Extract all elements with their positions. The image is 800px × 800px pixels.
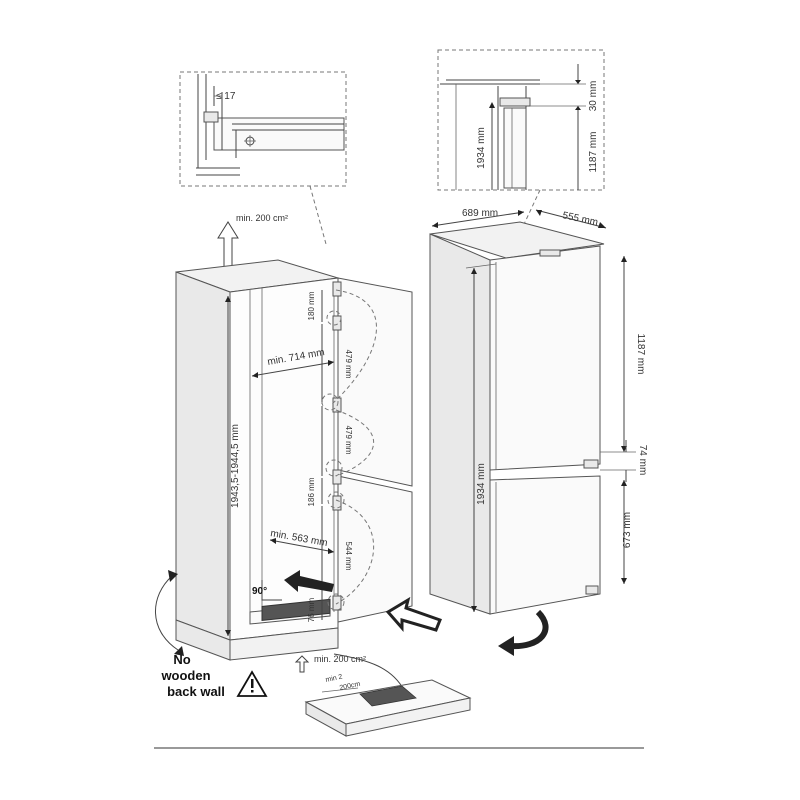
detail-left-dim-label: ≤ 17 — [216, 91, 236, 102]
vent-grille-detail: min 2 200cm — [304, 674, 472, 737]
niche-height-label: 1943,5-1944,5 mm — [230, 424, 241, 508]
warning-line-3: back wall — [167, 684, 225, 699]
insert-arrow-niche — [284, 570, 334, 592]
appliance-depth-label: 555 mm — [561, 210, 599, 228]
hinge-dim-5: 544 mm — [344, 542, 353, 571]
rotate-arrow — [498, 609, 549, 656]
hinge-dim-1: 180 mm — [307, 291, 316, 320]
warning-line-2: wooden — [160, 668, 210, 683]
detail-box-right: 30 mm 1934 mm 1187 mm — [437, 49, 605, 191]
warning-line-1: No — [173, 652, 190, 667]
appliance-lower-label: 673 mm — [622, 512, 633, 548]
warning-icon — [236, 670, 268, 697]
detail-left-leader — [309, 185, 327, 245]
angle-label: 90° — [252, 586, 267, 597]
hinge-dim-3: 479 mm — [344, 426, 353, 455]
appliance-height-label: 1934 mm — [476, 463, 487, 505]
hinge-5 — [332, 495, 342, 511]
appliance-width-dimension: 689 mm — [431, 208, 525, 228]
appliance-depth-dimension: 555 mm — [535, 209, 607, 229]
angle-marker: 90° — [252, 580, 282, 601]
furniture-doors — [337, 277, 413, 623]
kitchen-niche — [175, 259, 339, 661]
top-vent-arrow: min. 200 cm² — [217, 213, 288, 269]
detail-right-dim-upper-label: 1187 mm — [588, 132, 599, 173]
hinge-2 — [332, 315, 342, 331]
appliance-gap-label: 74 mm — [637, 445, 648, 476]
hinge-dim-6: 76 mm — [307, 597, 316, 622]
appliance-width-label: 689 mm — [462, 208, 498, 219]
appliance-height-dimension: 1934 mm — [465, 263, 497, 612]
detail-box-left: ≤ 17 — [179, 71, 347, 187]
appliance — [429, 221, 605, 615]
insert-arrow-appliance — [385, 596, 442, 632]
hinge-4 — [332, 469, 342, 485]
niche-height-dimension: 1943,5-1944,5 mm — [225, 296, 241, 636]
top-vent-label: min. 200 cm² — [236, 213, 288, 223]
hinge-dim-2: 479 mm — [344, 350, 353, 379]
grille-label-2: 200cm — [339, 681, 361, 692]
no-wooden-wall-callout: No wooden back wall — [155, 570, 268, 699]
hinge-1 — [332, 281, 342, 297]
hinge-dim-4: 186 mm — [307, 477, 316, 506]
grille-label-1: min 2 — [325, 674, 343, 684]
bottom-vent-label: min. 200 cm² — [314, 654, 366, 664]
detail-right-dim-top-label: 30 mm — [588, 81, 599, 112]
appliance-section-dimensions: 1187 mm 74 mm 673 mm — [600, 256, 648, 584]
detail-right-dim-height-label: 1934 mm — [476, 127, 487, 169]
appliance-upper-label: 1187 mm — [635, 334, 646, 375]
